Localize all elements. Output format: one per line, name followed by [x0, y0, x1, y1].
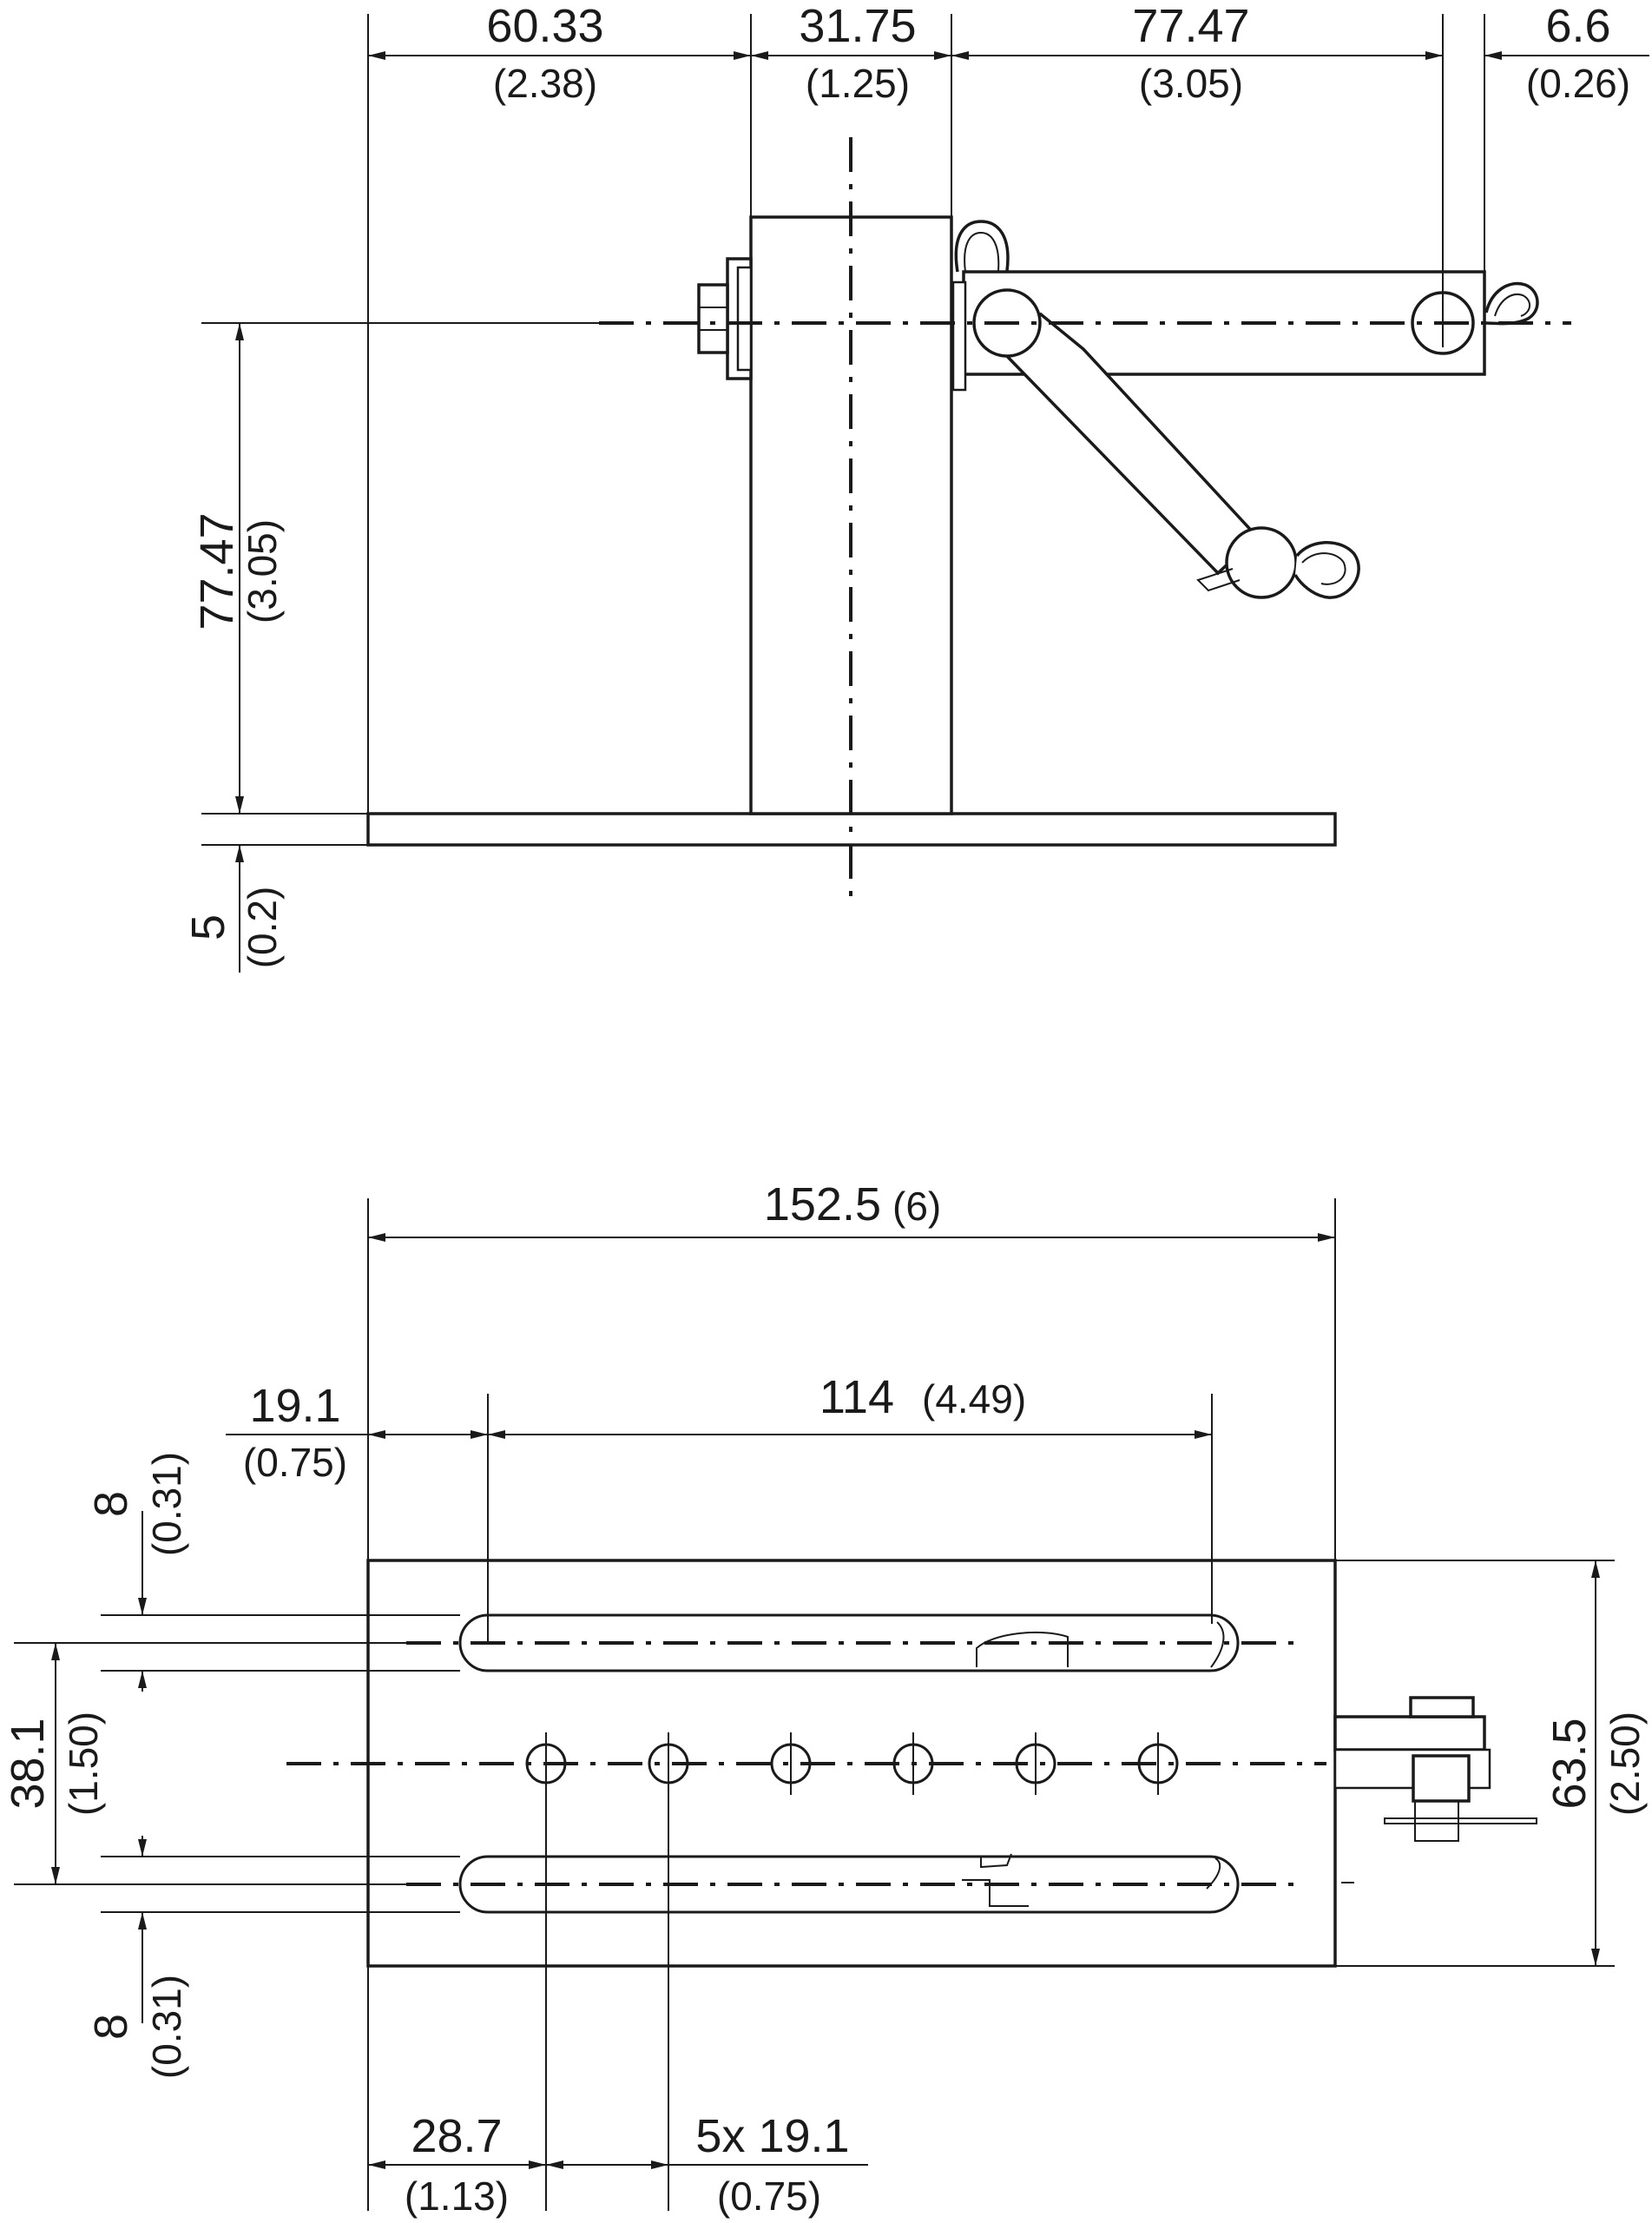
dim-slot-length-inch: (4.49): [922, 1376, 1026, 1422]
dim-slot-width-bottom-inch: (0.31): [144, 1975, 189, 2079]
dim-slot-length: 114: [819, 1371, 894, 1423]
dim-slot-offset: 19.1: [249, 1380, 340, 1432]
dim-plate-width-inch: (2.50): [1603, 1712, 1648, 1816]
dim-arm-length: 77.47: [1132, 0, 1249, 52]
diagonal-strut: [972, 288, 1360, 599]
dim-slot-spacing: 38.1: [2, 1718, 54, 1809]
dim-slot-width-top-inch: (0.31): [144, 1452, 189, 1556]
dim-slot-offset-inch: (0.75): [243, 1440, 347, 1485]
dim-slot-width-bottom: 8: [85, 2014, 137, 2040]
dim-hole-pitch-inch: (0.75): [717, 2174, 821, 2219]
dim-hole-offset-inch: (1.13): [405, 2174, 509, 2219]
dim-tube-width-inch: (1.25): [806, 61, 910, 106]
slot-bottom: [458, 1855, 1240, 1914]
bolt: [697, 257, 753, 380]
dim-base-to-tube-inch: (2.38): [493, 61, 597, 106]
dim-plate-thickness-inch: (0.2): [240, 887, 285, 969]
side-view: 60.33 (2.38) 31.75 (1.25) 77.47 (3.05) 6…: [182, 0, 1649, 973]
dim-hole-pitch: 5x 19.1: [695, 2110, 849, 2162]
dim-tube-width: 31.75: [799, 0, 916, 52]
arm-assembly: [1333, 1696, 1537, 1842]
dim-arm-end-inch: (0.26): [1526, 61, 1630, 106]
dim-plate-length: 152.5: [764, 1178, 881, 1230]
dim-plate-thickness: 5: [182, 914, 234, 940]
top-view: 152.5 (6) 19.1 (0.75) 114 (4.49) 8 (0.31…: [2, 1178, 1648, 2219]
slot-top: [458, 1613, 1240, 1672]
dim-axis-height-inch: (3.05): [240, 519, 285, 623]
dim-axis-height: 77.47: [191, 512, 243, 630]
dim-plate-width: 63.5: [1543, 1718, 1596, 1809]
dim-hole-offset: 28.7: [411, 2110, 502, 2162]
dim-slot-spacing-inch: (1.50): [61, 1712, 106, 1816]
clamp-ring: [954, 220, 1010, 273]
dim-arm-end: 6.6: [1545, 0, 1610, 52]
dim-arm-length-inch: (3.05): [1139, 61, 1243, 106]
dim-plate-length-inch: (6): [892, 1184, 941, 1229]
dim-slot-width-top: 8: [85, 1491, 137, 1517]
dim-base-to-tube: 60.33: [486, 0, 603, 52]
